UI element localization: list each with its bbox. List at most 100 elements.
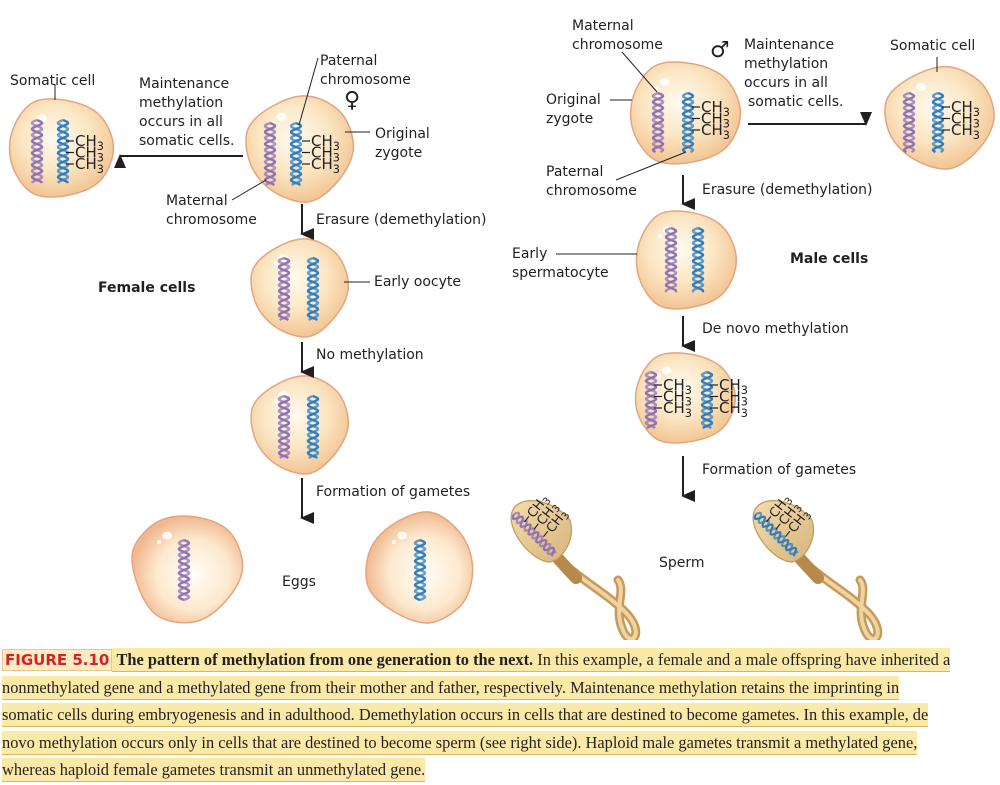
female-paternal-label: Paternal chromosome	[320, 52, 411, 90]
label-line: Maternal	[166, 193, 228, 209]
methyl-bond	[766, 516, 772, 523]
label-line: spermatocyte	[512, 265, 609, 281]
sperm-chromosome	[511, 511, 557, 557]
methyl-subscript: 3	[333, 163, 340, 176]
methyl-bond	[543, 530, 549, 538]
sperm-head	[752, 500, 814, 563]
paternal-leader	[298, 57, 319, 126]
methyl-label: CH3	[951, 98, 980, 119]
methyl-subscript: 3	[685, 384, 692, 397]
female-zygote-label: Original zygote	[375, 125, 430, 163]
methyl-group: CH3	[66, 155, 104, 176]
methyl-label: CH3	[719, 376, 748, 397]
cell-highlight	[659, 77, 670, 86]
methyl-subscript: 3	[685, 407, 692, 420]
male-formation-label: Formation of gametes	[702, 462, 857, 478]
eggs-label: Eggs	[282, 574, 316, 590]
dna-strand	[700, 370, 714, 430]
female-symbol-icon: ♀	[344, 88, 361, 113]
dna-strand	[664, 226, 678, 293]
label-line: zygote	[375, 145, 423, 161]
maintenance-line: methylation	[744, 56, 829, 72]
label-line: Early	[512, 246, 548, 262]
male-erasure-label: Erasure (demethylation)	[702, 182, 873, 198]
cell-highlight	[273, 398, 279, 404]
methyl-group: CH3	[654, 388, 692, 409]
dna-strand	[664, 226, 678, 293]
maternal-chromosome	[30, 118, 44, 184]
maternal-chromosome	[902, 91, 916, 154]
dna-strand	[755, 511, 799, 556]
cell-highlight	[654, 85, 659, 91]
methyl-label: CH3	[311, 155, 340, 176]
maintenance-line: Maintenance	[139, 76, 230, 92]
dna-strand	[902, 91, 916, 154]
label-line: chromosome	[572, 37, 663, 53]
cell-highlight	[397, 531, 408, 540]
dna-strand	[263, 121, 277, 187]
methyl-label: CH3	[719, 399, 748, 420]
methyl-group: CH3	[942, 98, 980, 119]
methyl-label: CH3	[951, 121, 980, 142]
male-paternal-label: Paternal chromosome	[546, 163, 637, 201]
paternal-chromosome	[56, 118, 70, 184]
egg-paternal-membrane	[365, 511, 474, 624]
caption-text: nonmethylated gene and a methylated gene…	[2, 676, 900, 701]
dna-strand	[511, 513, 556, 557]
methyl-label: CH3	[75, 132, 104, 153]
dna-strand	[681, 91, 695, 154]
dna-strand	[289, 121, 303, 187]
male-zygote-label: Original zygote	[546, 91, 601, 129]
caption-line: whereas haploid female gametes transmit …	[2, 756, 1000, 783]
female-somatic-cell-label: Somatic cell	[10, 73, 96, 89]
early-oocyte-label: Early oocyte	[374, 274, 462, 290]
dna-strand	[651, 91, 665, 154]
maternal-chromosome	[263, 121, 277, 187]
dna-strand	[644, 370, 658, 430]
maintenance-line: occurs in all	[139, 114, 223, 130]
paternal-chromosome	[700, 370, 714, 430]
methyl-subscript: 3	[723, 106, 730, 119]
methyl-group: CH3	[302, 132, 340, 153]
methyl-subscript: 3	[97, 163, 104, 176]
cell-highlight	[162, 531, 173, 540]
methyl-subscript: 3	[685, 396, 692, 409]
label-line: Paternal	[320, 53, 378, 69]
female-maintenance-label: Maintenance methylation occurs in all so…	[139, 75, 234, 151]
male-maintenance-label: Maintenance methylation occurs in all so…	[744, 36, 843, 112]
methyl-label: CH3	[701, 121, 730, 142]
cell-highlight	[276, 112, 287, 121]
methyl-group: CH3	[302, 155, 340, 176]
methyl-group: CH3	[942, 121, 980, 142]
male-cells-section-label: Male cells	[790, 251, 869, 267]
early-oocyte-cell	[250, 238, 350, 338]
dna-strand	[277, 394, 291, 460]
male-maternal-leader	[621, 51, 658, 93]
egg-paternal	[365, 511, 474, 624]
sperm-chromosome	[753, 511, 799, 557]
female-erasure-label: Erasure (demethylation)	[316, 212, 487, 228]
dna-strand	[306, 256, 320, 322]
caption-text: whereas haploid female gametes transmit …	[2, 757, 426, 782]
caption-title: The pattern of methylation from one gene…	[116, 650, 534, 669]
dna-strand	[306, 394, 320, 460]
early-oocyte-cell-membrane	[250, 238, 350, 338]
methyl-label: CH3	[311, 144, 340, 165]
maintenance-line: occurs in all	[744, 75, 828, 91]
label-line: zygote	[546, 111, 594, 127]
methyl-subscript: 3	[783, 496, 796, 508]
maternal-leader	[231, 179, 267, 201]
caption-line: somatic cells during embryogenesis and i…	[2, 701, 1000, 728]
methyl-bond	[785, 530, 791, 538]
cell-highlight	[156, 539, 162, 545]
methyl-subscript: 3	[741, 407, 748, 420]
female-maternal-label: Maternal chromosome	[166, 192, 257, 230]
methyl-subscript: 3	[560, 510, 573, 522]
dna-strand	[289, 121, 303, 187]
sperm-maternal	[510, 500, 641, 644]
methyl-label: CH3	[75, 144, 104, 165]
methyl-subscript: 3	[973, 118, 980, 131]
methyl-bond	[524, 516, 530, 523]
label-line: Original	[375, 126, 430, 142]
caption-text: In this example, a female and a male off…	[533, 650, 951, 669]
